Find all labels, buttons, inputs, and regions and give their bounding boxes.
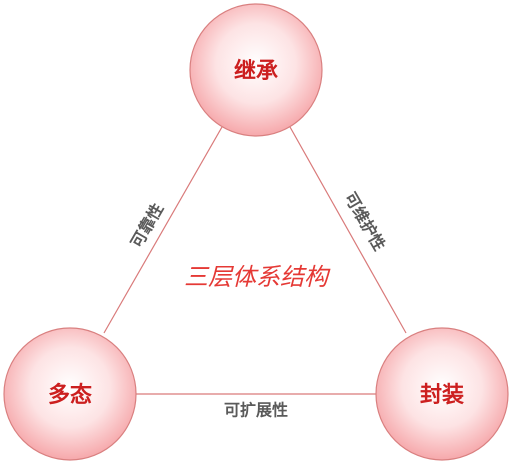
center-title: 三层体系结构 [184, 263, 331, 291]
node-right: 封装 [375, 327, 509, 461]
node-left-circle [3, 327, 137, 461]
node-left: 多态 [3, 327, 137, 461]
edge-label-bottom: 可扩展性 [224, 401, 288, 420]
node-right-circle [375, 327, 509, 461]
node-top-circle [189, 3, 323, 137]
node-top: 继承 [189, 3, 323, 137]
node-right-label: 封装 [420, 383, 464, 408]
edge-right [289, 126, 407, 334]
edge-label-left: 可靠性 [127, 200, 167, 251]
edge-left [103, 126, 223, 334]
edge-label-right: 可维护性 [341, 189, 389, 254]
node-top-label: 继承 [234, 58, 278, 84]
node-left-label: 多态 [48, 382, 92, 408]
